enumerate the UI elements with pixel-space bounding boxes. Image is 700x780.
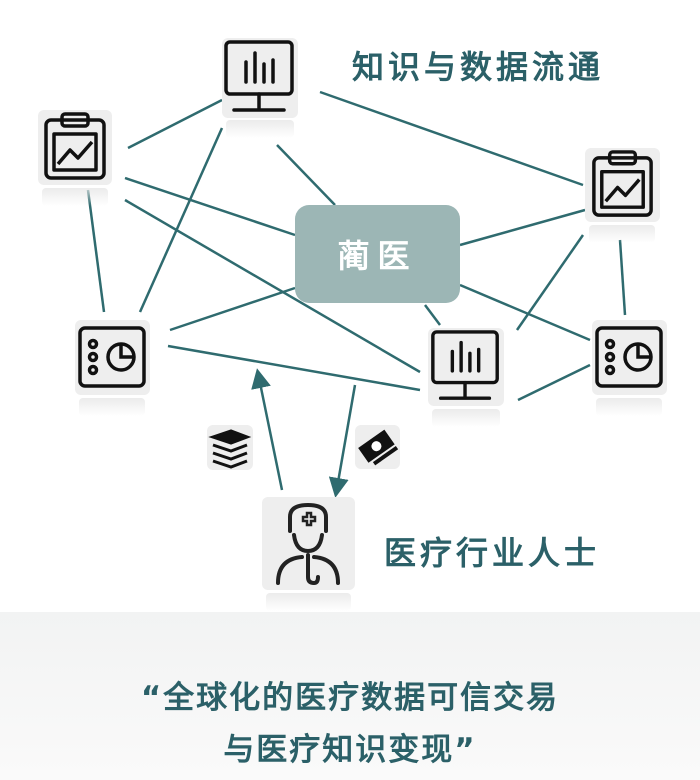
monitor-chart-icon [428, 328, 504, 406]
center-label: 蔺医 [337, 237, 418, 275]
bottom-band [0, 612, 700, 780]
money-icon [355, 425, 400, 469]
center-platform-box: 蔺医 [295, 205, 460, 303]
clipboard-chart-icon [585, 148, 660, 222]
pie-dashboard-icon [75, 320, 150, 395]
books-icon [207, 425, 253, 470]
clipboard-chart-icon [38, 110, 112, 185]
quote-line-1: “全球化的医疗数据可信交易 [140, 680, 560, 716]
title-knowledge-data-flow: 知识与数据流通 [352, 48, 605, 86]
doctor-icon [262, 497, 355, 590]
practitioner-label: 医疗行业人士 [384, 534, 601, 572]
monitor-chart-icon [222, 38, 298, 118]
pie-dashboard-icon [592, 320, 667, 395]
quote-line-2: 与医疗知识变现” [223, 732, 477, 768]
